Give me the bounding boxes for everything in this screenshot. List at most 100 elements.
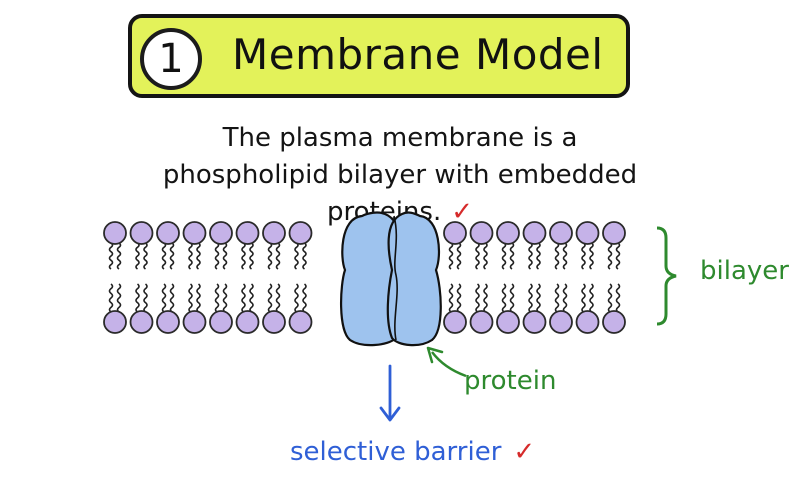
phospholipid-head — [129, 221, 154, 245]
phospholipid-head — [235, 310, 260, 334]
phospholipid-head — [496, 310, 520, 334]
lipid-tail — [615, 283, 621, 313]
check-icon: ✓ — [451, 197, 474, 227]
lipid-tail — [475, 283, 480, 313]
lipid-tail — [294, 283, 299, 313]
lipid-tail — [116, 283, 122, 313]
lipid-tail — [302, 283, 307, 313]
lipid-tail — [267, 242, 273, 270]
lipid-tail — [589, 283, 594, 313]
lipid-tail — [275, 283, 281, 313]
phospholipid-head — [522, 310, 547, 334]
phospholipid-head — [156, 310, 180, 334]
lipid-tails — [108, 242, 621, 313]
lipid-tail — [275, 242, 281, 270]
lipid-tail — [222, 242, 228, 270]
lipid-tail — [483, 283, 488, 313]
lipid-tail — [501, 242, 507, 270]
lipid-tail — [214, 242, 220, 270]
lipid-tail — [241, 283, 246, 313]
title-banner — [128, 14, 630, 98]
phospholipid-head — [575, 310, 600, 334]
subtitle-line-1: The plasma membrane is a — [222, 123, 578, 153]
lipid-tail — [501, 283, 507, 313]
lipid-tail — [116, 242, 122, 270]
lipid-tail — [509, 242, 515, 270]
lipid-tail — [196, 283, 201, 313]
lipid-tail — [188, 283, 193, 313]
phospholipid-head — [156, 221, 180, 245]
phospholipid-head — [262, 221, 286, 245]
lipid-tail — [528, 242, 533, 270]
phospholipid-head — [209, 221, 233, 245]
phospholipid-head — [549, 310, 573, 334]
phospholipid-head — [209, 310, 233, 334]
phospholipid-head — [469, 221, 494, 245]
phospholipid-head — [288, 310, 313, 334]
phospholipid-heads — [103, 221, 626, 334]
phospholipid-head — [443, 221, 467, 245]
lipid-tail — [483, 242, 488, 270]
phospholipid-head — [182, 310, 207, 334]
lipid-tail — [249, 242, 254, 270]
phospholipid-head — [602, 310, 626, 334]
lipid-tail — [607, 283, 613, 313]
lipid-tail — [169, 283, 175, 313]
lipid-tail — [222, 283, 228, 313]
lipid-tail — [536, 283, 541, 313]
phospholipid-head — [575, 221, 600, 245]
membrane-protein — [339, 211, 442, 347]
lipid-tail — [135, 283, 140, 313]
phospholipid-head — [549, 221, 573, 245]
lipid-tail — [528, 283, 533, 313]
phospholipid-head — [522, 221, 547, 245]
lipid-tail — [607, 242, 613, 270]
selective-barrier-label: selective barrier ✓ — [290, 437, 535, 467]
phospholipid-head — [496, 221, 520, 245]
subtitle-line-2-text: phospholipid bilayer with embedded prote… — [162, 160, 638, 227]
lipid-tail — [448, 242, 454, 270]
bilayer-bracket — [656, 226, 677, 326]
lipid-tail — [554, 283, 560, 313]
lipid-tail — [509, 283, 515, 313]
phospholipid-head — [182, 221, 207, 245]
phospholipid-head — [602, 221, 626, 245]
lipid-tail — [188, 242, 193, 270]
phospholipid-head — [103, 310, 127, 334]
lipid-tail — [196, 242, 201, 270]
subtitle: The plasma membrane is a phospholipid bi… — [100, 120, 700, 231]
phospholipid-head — [262, 310, 286, 334]
subtitle-line-2: phospholipid bilayer with embedded prote… — [100, 157, 700, 231]
lipid-tail — [135, 242, 140, 270]
phospholipid-head — [288, 221, 313, 245]
step-number-badge: 1 — [140, 28, 202, 90]
lipid-tail — [581, 283, 586, 313]
phospholipid-head — [469, 310, 494, 334]
lipid-tail — [214, 283, 220, 313]
check-icon: ✓ — [513, 437, 536, 467]
page-title: Membrane Model — [232, 30, 604, 79]
lipid-tail — [448, 283, 454, 313]
selective-barrier-text: selective barrier — [290, 437, 502, 467]
lipid-tail — [169, 242, 175, 270]
lipid-tail — [249, 283, 254, 313]
lipid-tail — [554, 242, 560, 270]
lipid-tail — [456, 242, 462, 270]
lipid-tail — [143, 283, 148, 313]
lipid-tail — [267, 283, 273, 313]
lipid-tail — [475, 242, 480, 270]
lipid-tail — [456, 283, 462, 313]
lipid-tail — [562, 283, 568, 313]
lipid-tail — [589, 242, 594, 270]
lipid-tail — [536, 242, 541, 270]
protein-arrow — [426, 346, 467, 378]
lipid-tail — [562, 242, 568, 270]
phospholipid-head — [129, 310, 154, 334]
lipid-tail — [161, 283, 167, 313]
phospholipid-head — [235, 221, 260, 245]
protein-label: protein — [464, 366, 557, 396]
lipid-tail — [241, 242, 246, 270]
phospholipid-head — [443, 310, 467, 334]
lipid-tail — [294, 242, 299, 270]
